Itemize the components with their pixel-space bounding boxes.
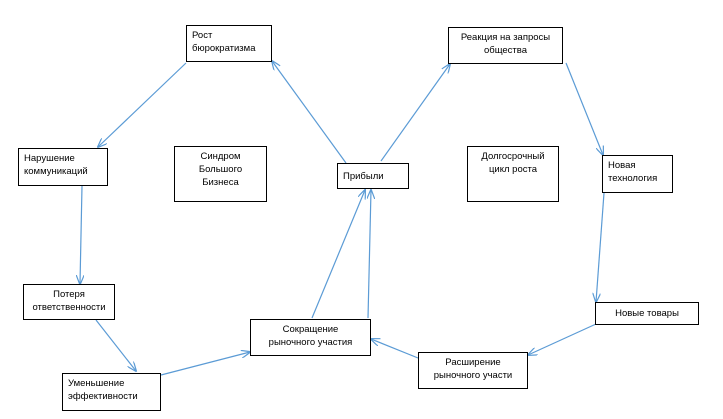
node-profits: Прибыли bbox=[337, 163, 409, 189]
node-loss-of-responsibility-label: Потеря ответственности bbox=[32, 289, 106, 313]
edge-reduction-to-profits-b bbox=[368, 190, 371, 319]
node-bureaucracy-growth: Рост бюрократизма bbox=[186, 25, 272, 62]
node-efficiency-decrease-label: Уменьшение эффективности bbox=[68, 378, 138, 402]
node-new-products: Новые товары bbox=[595, 302, 699, 325]
edge-profits-to-bureaucracy bbox=[272, 61, 347, 164]
node-efficiency-decrease: Уменьшение эффективности bbox=[62, 373, 161, 411]
node-new-technology-label: Новая технология bbox=[608, 160, 658, 184]
node-new-technology: Новая технология bbox=[602, 155, 673, 193]
edge-expansion-to-reduction bbox=[371, 339, 419, 359]
node-communication-breakdown-label: Нарушение коммуникаций bbox=[24, 153, 88, 177]
node-big-business-syndrome: Синдром Большого Бизнеса bbox=[174, 146, 267, 202]
node-bureaucracy-growth-label: Рост бюрократизма bbox=[192, 30, 256, 54]
node-long-term-growth-cycle-label: Долгосрочный цикл роста bbox=[481, 151, 545, 175]
node-market-share-reduction-label: Сокращение рыночного участия bbox=[268, 324, 353, 348]
node-market-share-expansion-label: Расширение рыночного участи bbox=[433, 357, 513, 381]
node-communication-breakdown: Нарушение коммуникаций bbox=[18, 148, 108, 186]
edge-reduction-to-profits-a bbox=[311, 190, 365, 319]
node-market-share-expansion: Расширение рыночного участи bbox=[418, 352, 528, 389]
edge-profits-to-response bbox=[380, 64, 450, 162]
edge-communications-to-responsibility bbox=[80, 185, 82, 284]
node-big-business-syndrome-label: Синдром Большого Бизнеса bbox=[198, 151, 243, 188]
node-response-to-society-label: Реакция на запросы общества bbox=[460, 32, 551, 56]
node-profits-label: Прибыли bbox=[343, 171, 384, 182]
edge-response-to-technology bbox=[565, 62, 603, 155]
edge-responsibility-to-efficiency bbox=[95, 319, 136, 371]
edge-efficiency-to-reduction bbox=[160, 352, 250, 376]
edge-bureaucracy-to-communications bbox=[98, 62, 187, 147]
edge-technology-to-products bbox=[596, 192, 605, 302]
edge-products-to-expansion bbox=[528, 323, 597, 355]
node-loss-of-responsibility: Потеря ответственности bbox=[23, 284, 115, 320]
node-new-products-label: Новые товары bbox=[615, 308, 679, 319]
node-long-term-growth-cycle: Долгосрочный цикл роста bbox=[467, 146, 559, 202]
node-market-share-reduction: Сокращение рыночного участия bbox=[250, 319, 371, 356]
node-response-to-society: Реакция на запросы общества bbox=[448, 27, 563, 64]
